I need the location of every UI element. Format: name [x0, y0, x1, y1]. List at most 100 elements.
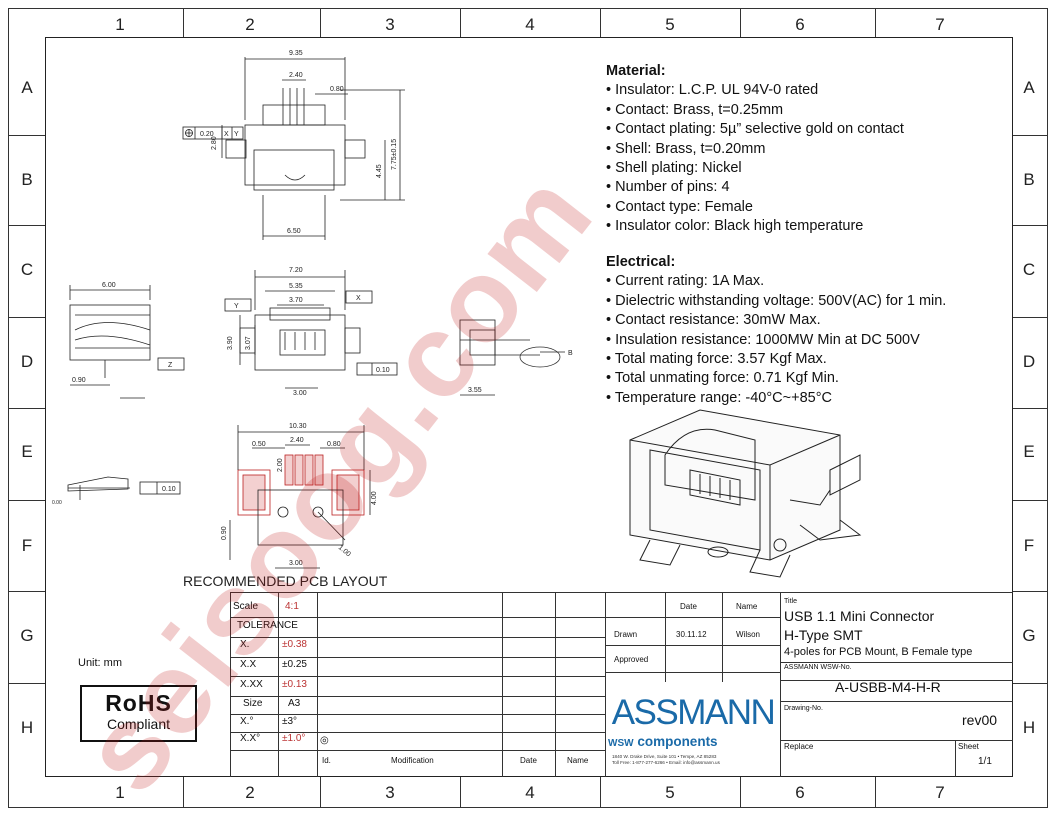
column-label: 7: [935, 783, 945, 802]
spec-text: Contact: Brass, t=0.25mm: [615, 101, 784, 118]
tolerance-key: X.XX: [240, 679, 263, 690]
drawn-name: Wilson: [736, 630, 761, 639]
column-label: 2: [245, 783, 255, 802]
rohs-subtitle: Compliant: [106, 716, 171, 732]
name-column-header: Name: [736, 602, 758, 611]
zone-divider: [183, 8, 184, 37]
column-label: 7: [935, 15, 945, 34]
assmann-logo: ASSMANN: [611, 693, 776, 732]
row-label: A: [1023, 78, 1035, 97]
spec-item: • Temperature range: -40°C~+85°C: [606, 389, 946, 408]
dim-text: X: [356, 295, 361, 302]
address: 1840 W. Drake Drive, Suite 101 • Tempe, …: [612, 754, 720, 766]
zone-divider: [8, 591, 45, 592]
size-value: A3: [288, 698, 301, 709]
column-label: 5: [665, 783, 675, 802]
electrical-heading: Electrical:: [606, 254, 676, 270]
drawing-border: [45, 37, 1013, 777]
drawing-number-label: Drawing-No.: [784, 705, 823, 712]
modification-header: Modification: [391, 756, 434, 765]
spec-item: • Contact type: Female: [606, 198, 904, 217]
angle-tolerance-key: X.X°: [240, 733, 261, 744]
spec-text: Insulator color: Black high temperature: [615, 218, 864, 235]
row-label: B: [21, 170, 33, 189]
grid-line: [605, 592, 606, 777]
row-label: D: [20, 352, 34, 371]
column-label: 4: [525, 15, 535, 34]
zone-divider: [1013, 135, 1048, 136]
dim-text: 0.50: [252, 441, 266, 448]
grid-line: [230, 637, 605, 638]
tolerance-key: X.X: [240, 659, 257, 670]
side-view-drawing: [69, 285, 185, 399]
row-label: A: [21, 78, 33, 97]
spec-text: Shell: Brass, t=0.20mm: [615, 140, 766, 157]
wsw-mark: WSW: [608, 738, 634, 749]
top-view-drawing: [221, 57, 405, 240]
grid-line: [722, 592, 723, 682]
dim-text: 0.90: [221, 526, 228, 540]
bullet: •: [606, 101, 616, 118]
spec-text: Dielectric withstanding voltage: 500V(AC…: [615, 292, 947, 309]
spec-text: Current rating: 1A Max.: [615, 273, 765, 290]
spec-item: • Insulation resistance: 1000MW Min at D…: [606, 331, 946, 350]
column-label: 1: [115, 783, 125, 802]
zone-divider: [8, 683, 45, 684]
bullet: •: [606, 82, 616, 99]
zone-divider: [1013, 225, 1048, 226]
dim-text: 7.20: [289, 267, 303, 274]
grid-line: [278, 592, 279, 777]
grid-line: [230, 750, 605, 751]
bullet: •: [606, 179, 616, 196]
column-label: 5: [665, 15, 675, 34]
grid-line: [502, 592, 503, 777]
part-number: A-USBB-M4-H-R: [835, 679, 941, 695]
dim-text: 3.55: [468, 387, 482, 394]
spec-item: • Contact: Brass, t=0.25mm: [606, 101, 904, 120]
spec-text: Insulation resistance: 1000MW Min at DC …: [615, 331, 920, 348]
row-label: G: [1022, 626, 1036, 645]
id-header: Id.: [322, 756, 331, 765]
pcb-layout-drawing: [229, 425, 371, 569]
zone-divider: [1013, 408, 1048, 409]
zone-divider: [320, 777, 321, 808]
dim-text: 0.20: [200, 131, 214, 138]
tolerance-value: ±0.13: [282, 679, 307, 690]
grid-line: [555, 592, 556, 777]
spec-text: Number of pins: 4: [615, 179, 730, 196]
row-label: E: [1023, 442, 1035, 461]
dim-text: 2.00: [277, 458, 284, 472]
dim-text: 0.00: [52, 500, 62, 506]
spec-item: • Shell: Brass, t=0.20mm: [606, 140, 904, 159]
spec-item: • Current rating: 1A Max.: [606, 272, 946, 291]
grid-line: [780, 740, 1013, 741]
column-label: 6: [795, 15, 805, 34]
dim-text: 9.35: [289, 50, 303, 57]
row-label: D: [1022, 352, 1036, 371]
drawn-label: Drawn: [614, 630, 638, 639]
zone-divider: [875, 8, 876, 37]
part-number-label: ASSMANN WSW-No.: [784, 664, 852, 671]
components-text: components: [637, 734, 718, 749]
dim-text: X: [224, 131, 229, 138]
zone-divider: [1013, 500, 1048, 501]
column-label: 3: [385, 783, 395, 802]
bullet: •: [606, 370, 615, 387]
grid-line: [605, 672, 780, 673]
dim-text: 7.75±0.15: [391, 139, 398, 170]
front-view-drawing: [224, 270, 398, 389]
zone-divider: [8, 135, 45, 136]
scale-value: 4:1: [285, 601, 299, 612]
dim-text: Y: [234, 131, 239, 138]
address-line-2: Toll Free: 1-877-277-6266 • Email: info@…: [612, 760, 720, 765]
row-label: F: [1023, 536, 1035, 555]
zone-divider: [8, 500, 45, 501]
column-label: 6: [795, 783, 805, 802]
grid-line: [230, 592, 231, 777]
electrical-section: Electrical: • Current rating: 1A Max. • D…: [606, 253, 946, 408]
zone-divider: [460, 8, 461, 37]
grid-line: [780, 592, 781, 777]
material-heading: Material:: [606, 63, 666, 79]
dim-text: 2.40: [290, 437, 304, 444]
spec-text: Shell plating: Nickel: [615, 160, 742, 177]
